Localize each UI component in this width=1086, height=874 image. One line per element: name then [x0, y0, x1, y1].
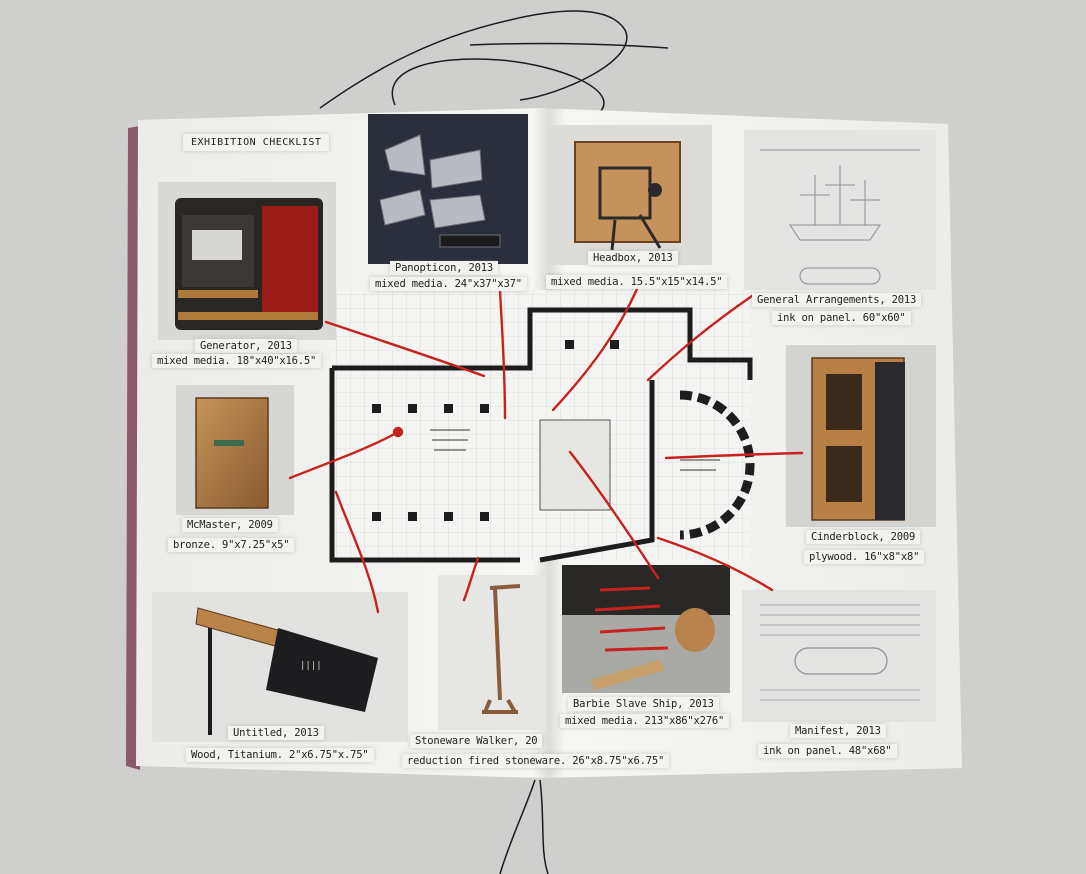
item-title-generator: Generator, 2013	[195, 339, 297, 353]
thread-bottom	[499, 779, 549, 874]
walker-object	[482, 584, 521, 714]
mcmaster-object	[195, 397, 269, 509]
cinderblock-object	[811, 357, 905, 521]
item-title-general-arrangements: General Arrangements, 2013	[752, 293, 922, 307]
manifest-drawing	[760, 604, 920, 701]
item-title-manifest: Manifest, 2013	[790, 724, 886, 738]
item-details-untitled: Wood, Titanium. 2"x6.75"x.75"	[186, 748, 374, 762]
ship-installation	[562, 565, 730, 690]
thread-top	[319, 10, 669, 113]
generator-object	[175, 198, 323, 330]
panopticon-object	[379, 134, 501, 248]
item-title-stoneware-walker: Stoneware Walker, 20	[410, 734, 543, 748]
item-title-mcmaster: McMaster, 2009	[182, 518, 278, 532]
item-title-headbox: Headbox, 2013	[588, 251, 678, 265]
item-details-headbox: mixed media. 15.5"x15"x14.5"	[546, 275, 728, 289]
annotation-lines	[288, 280, 804, 614]
item-title-untitled: Untitled, 2013	[228, 726, 324, 740]
svg-text:||||: ||||	[300, 661, 322, 671]
stoneware-walker-photo	[438, 575, 546, 730]
untitled-object: ||||	[195, 607, 378, 735]
item-details-panopticon: mixed media. 24"x37"x37"	[370, 277, 527, 291]
item-details-general-arrangements: ink on panel. 60"x60"	[772, 311, 911, 325]
item-details-manifest: ink on panel. 48"x68"	[758, 744, 897, 758]
item-title-cinderblock: Cinderblock, 2009	[806, 530, 921, 544]
manifest-photo	[742, 590, 936, 722]
floor-plan-illustration	[329, 290, 755, 563]
item-details-generator: mixed media. 18"x40"x16.5"	[152, 354, 322, 368]
ship-drawing	[760, 149, 920, 285]
headbox-object	[574, 141, 681, 251]
item-title-barbie-slave-ship: Barbie Slave Ship, 2013	[568, 697, 719, 711]
item-details-mcmaster: bronze. 9"x7.25"x5"	[168, 538, 295, 552]
item-title-panopticon: Panopticon, 2013	[390, 261, 498, 275]
item-details-stoneware-walker: reduction fired stoneware. 26"x8.75"x6.7…	[402, 754, 670, 768]
item-details-cinderblock: plywood. 16"x8"x8"	[804, 550, 925, 564]
item-details-barbie-slave-ship: mixed media. 213"x86"x276"	[560, 714, 730, 728]
checklist-header: EXHIBITION CHECKLIST	[183, 134, 330, 151]
